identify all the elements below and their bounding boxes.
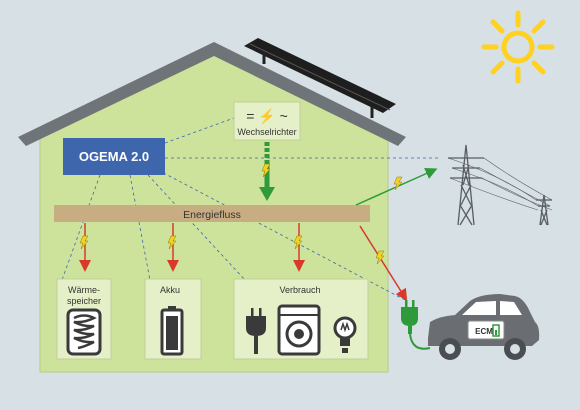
flow-to-grid-arrow [355, 167, 438, 206]
heat-storage-label-line1: Wärme- [68, 285, 100, 295]
heat-storage-label-line2: speicher [67, 296, 101, 306]
car-ecm-label: ECM [475, 327, 493, 336]
inverter-to-flow-arrow [259, 142, 275, 201]
energy-flow-bar [54, 205, 370, 222]
ogema-controller-box [63, 138, 165, 175]
sun-icon [481, 10, 555, 84]
inverter-label: Wechselrichter [237, 127, 296, 137]
flow-to-battery-arrow [167, 223, 179, 272]
control-lines [61, 117, 440, 301]
consumption-box: Verbrauch [233, 278, 369, 360]
inverter-box [233, 101, 301, 141]
flow-to-heat-arrow [79, 223, 91, 272]
flow-to-car-arrow [359, 225, 408, 302]
power-pylon-icon [447, 144, 553, 226]
plug-icon [246, 308, 266, 354]
washing-machine-icon [277, 304, 321, 356]
heating-coil-icon [66, 308, 102, 356]
energy-flow-label: Energiefluss [183, 209, 241, 221]
ogema-label: OGEMA 2.0 [79, 149, 149, 164]
flow-to-consumption-arrow [293, 223, 305, 272]
solar-panel-icon [244, 38, 396, 118]
light-bulb-icon [333, 316, 357, 353]
heat-storage-box: Wärme- speicher [56, 278, 112, 360]
car-icon: ECM [428, 294, 540, 360]
battery-icon [160, 306, 184, 356]
battery-box: Akku [144, 278, 202, 360]
battery-label: Akku [160, 285, 180, 295]
consumption-label: Verbrauch [279, 285, 320, 295]
inverter-symbol: = ⚡ ~ [246, 108, 288, 125]
charging-plug-icon [401, 300, 431, 350]
